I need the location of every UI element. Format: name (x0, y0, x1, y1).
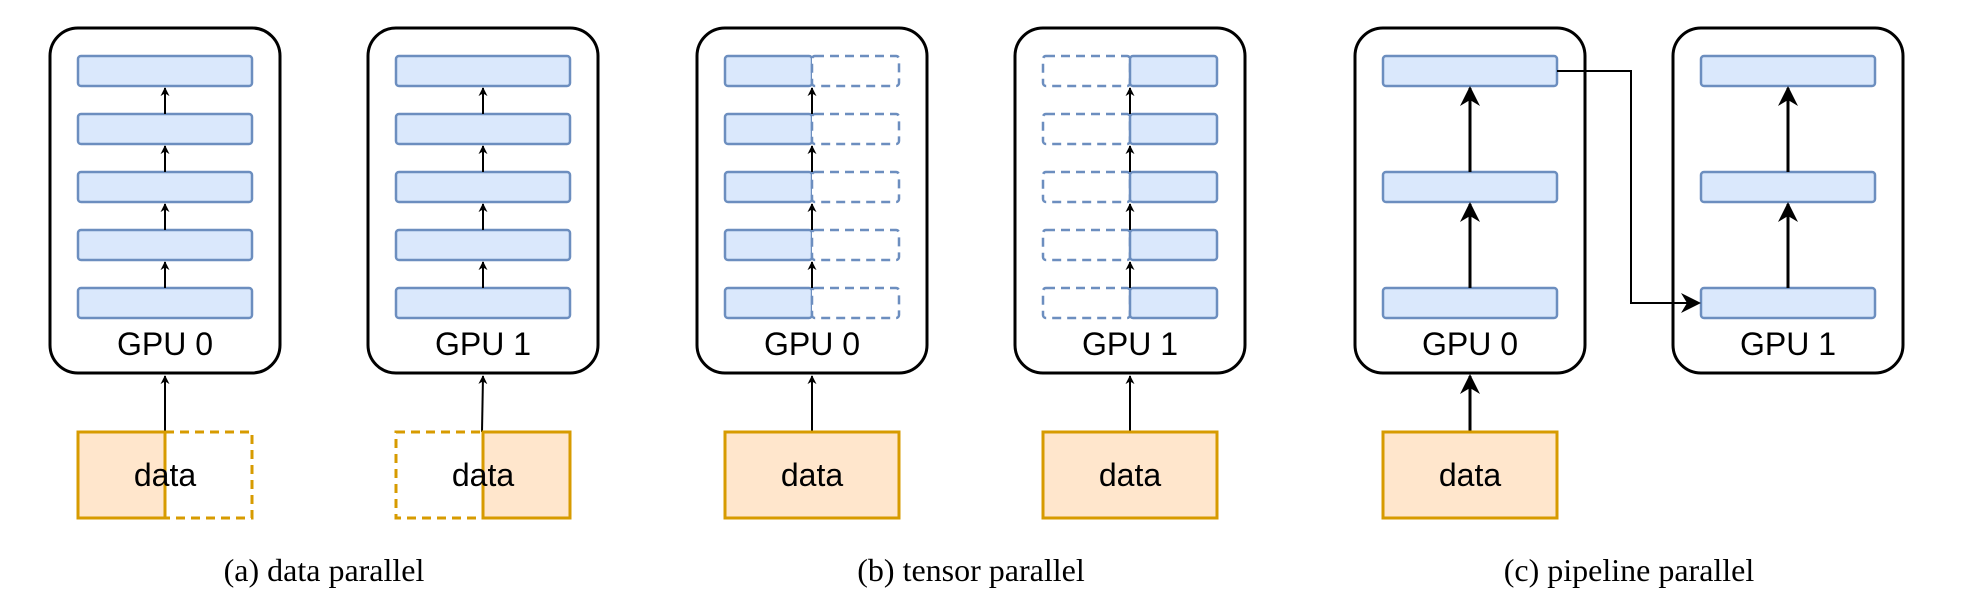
layer-shard (1128, 112, 1219, 146)
gpu-1-box: GPU 1 (1671, 26, 1905, 375)
data-shard-0: data (76, 430, 254, 520)
data-label: data (1439, 457, 1501, 493)
caption: (c) pipeline parallel (1504, 552, 1755, 588)
layer-shard (723, 112, 814, 146)
gpu-label: GPU 1 (435, 326, 531, 362)
pipeline-connector-arrow (1557, 70, 1701, 313)
gpu-label: GPU 0 (117, 326, 213, 362)
data-label: data (452, 457, 514, 493)
layer (394, 54, 572, 88)
layer-shard (723, 54, 814, 88)
layer-shard-remote (810, 228, 901, 262)
layer-shard-remote (1041, 112, 1132, 146)
layer (76, 228, 254, 262)
layer (1381, 54, 1559, 88)
panel-data-parallel: GPU 0 data GPU 1 data (a) da (48, 26, 600, 588)
layer (76, 170, 254, 204)
layer (1381, 286, 1559, 320)
gpu-0-box: GPU 0 (695, 26, 929, 375)
gpu-label: GPU 1 (1740, 326, 1836, 362)
caption: (b) tensor parallel (857, 552, 1085, 588)
layer (1699, 54, 1877, 88)
layer-shard (723, 228, 814, 262)
panel-pipeline-parallel: GPU 0 data GPU 1 (c) pipeline parallel (1353, 26, 1905, 588)
data-shard-1: data (394, 430, 572, 520)
layer-shard-remote (810, 170, 901, 204)
layer (76, 286, 254, 320)
layer-shard (1128, 54, 1219, 88)
layer (1699, 170, 1877, 204)
gpu-label: GPU 0 (764, 326, 860, 362)
gpu-0-box: GPU 0 (48, 26, 282, 375)
layer-shard (723, 286, 814, 320)
layer-shard (723, 170, 814, 204)
data-label: data (1099, 457, 1161, 493)
layer (394, 170, 572, 204)
layer (394, 228, 572, 262)
layer (1699, 286, 1877, 320)
layer-shard-remote (1041, 170, 1132, 204)
gpu-0-box: GPU 0 (1353, 26, 1587, 375)
layer (76, 112, 254, 146)
layer (76, 54, 254, 88)
layer-shard-remote (1041, 228, 1132, 262)
data-box: data (1381, 430, 1559, 520)
layer-shard (1128, 170, 1219, 204)
layer-shard-remote (1041, 286, 1132, 320)
layer-shard-remote (1041, 54, 1132, 88)
layer-shard-remote (810, 54, 901, 88)
gpu-1-box: GPU 1 (366, 26, 600, 375)
gpu-1-box: GPU 1 (1013, 26, 1247, 375)
layer-shard-remote (810, 286, 901, 320)
layer-shard-remote (810, 112, 901, 146)
gpu-label: GPU 0 (1422, 326, 1518, 362)
panel-tensor-parallel: GPU 0 data GPU 1 (695, 26, 1247, 588)
data-box: data (1041, 430, 1219, 520)
data-box: data (723, 430, 901, 520)
data-label: data (134, 457, 196, 493)
caption: (a) data parallel (224, 552, 425, 588)
layer (394, 286, 572, 320)
data-label: data (781, 457, 843, 493)
layer-shard (1128, 286, 1219, 320)
layer (394, 112, 572, 146)
layer (1381, 170, 1559, 204)
layer-shard (1128, 228, 1219, 262)
gpu-label: GPU 1 (1082, 326, 1178, 362)
